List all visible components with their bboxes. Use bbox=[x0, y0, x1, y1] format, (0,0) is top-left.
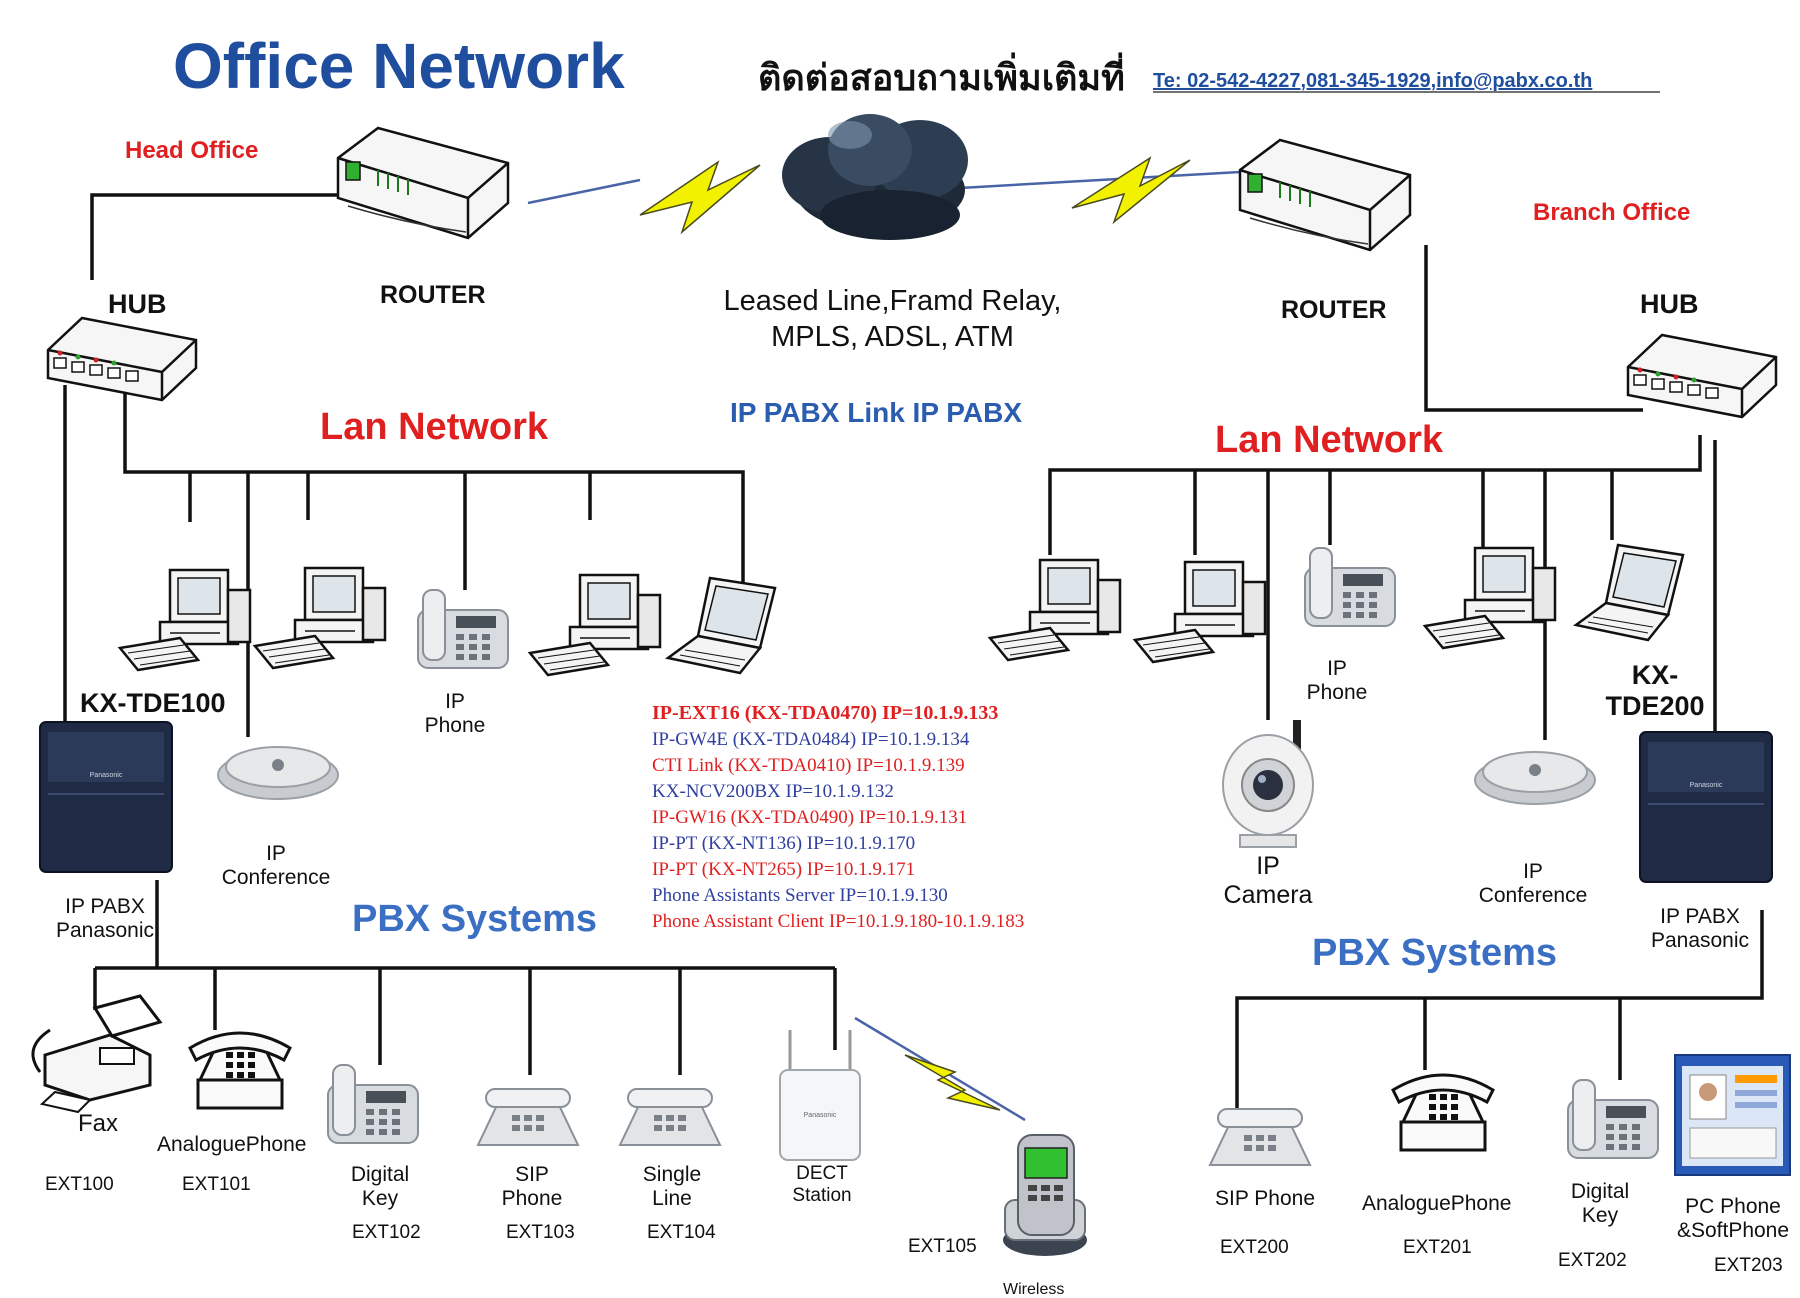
right-analogue-phone-label: AnaloguePhone bbox=[1362, 1192, 1512, 1215]
ext100-label: EXT100 bbox=[45, 1174, 114, 1195]
contact-thai-label: ติดต่อสอบถามเพิ่มเติมที่ bbox=[758, 58, 1125, 99]
wan-cloud bbox=[782, 114, 968, 240]
left-pbx-systems-label: PBX Systems bbox=[352, 898, 598, 940]
ip-list-item: Phone Assistants Server IP=10.1.9.130 bbox=[652, 885, 948, 906]
ext203-label: EXT203 bbox=[1714, 1255, 1783, 1276]
ip-list-item: CTI Link (KX-TDA0410) IP=10.1.9.139 bbox=[652, 755, 965, 776]
ip-pabx-link-label: IP PABX Link IP PABX bbox=[730, 397, 1023, 428]
branch-office-label: Branch Office bbox=[1533, 199, 1691, 226]
ip-list-item: KX-NCV200BX IP=10.1.9.132 bbox=[652, 781, 894, 802]
left-hub-label: HUB bbox=[108, 289, 167, 319]
right-pbx-model-label: KX-TDE200 bbox=[1605, 660, 1705, 721]
fax-graphic bbox=[31, 994, 163, 1114]
ip-list-item: IP-GW16 (KX-TDA0490) IP=10.1.9.131 bbox=[652, 807, 968, 828]
ext101-label: EXT101 bbox=[182, 1174, 251, 1195]
ext201-label: EXT201 bbox=[1403, 1237, 1472, 1258]
fax-label: Fax bbox=[78, 1110, 119, 1137]
left-pbx-model-label: KX-TDE100 bbox=[80, 688, 226, 718]
right-hub-label: HUB bbox=[1640, 289, 1699, 319]
pc-softphone-graphic bbox=[1674, 1054, 1791, 1176]
page-title: Office Network bbox=[173, 30, 625, 102]
ip-list-item: IP-GW4E (KX-TDA0484) IP=10.1.9.134 bbox=[652, 729, 970, 750]
ext103-label: EXT103 bbox=[506, 1222, 575, 1243]
ip-camera-graphic bbox=[1222, 720, 1314, 848]
contact-info: Te: 02-542-4227,081-345-1929,info@pabx.c… bbox=[1153, 70, 1593, 92]
pc-softphone-label: PC Phone&SoftPhone bbox=[1676, 1195, 1790, 1243]
analogue-phone-label: AnaloguePhone bbox=[157, 1133, 307, 1156]
left-router-label: ROUTER bbox=[380, 281, 486, 309]
right-sip-phone-label: SIP Phone bbox=[1215, 1187, 1316, 1210]
ext104-label: EXT104 bbox=[647, 1222, 716, 1243]
svg-text:Panasonic: Panasonic bbox=[804, 1112, 837, 1119]
ext200-label: EXT200 bbox=[1220, 1237, 1289, 1258]
left-lan-network-label: Lan Network bbox=[320, 406, 549, 448]
wan-lines-label: Leased Line,Framd Relay,MPLS, ADSL, ATM bbox=[723, 285, 1062, 353]
ext102-label: EXT102 bbox=[352, 1222, 421, 1243]
ip-list-item: IP-EXT16 (KX-TDA0470) IP=10.1.9.133 bbox=[652, 702, 999, 724]
wireless-handset-graphic bbox=[1003, 1134, 1087, 1256]
ext105-label: EXT105 bbox=[908, 1236, 977, 1257]
wireless-label: Wireless bbox=[1003, 1281, 1065, 1298]
ip-list-item: IP-PT (KX-NT136) IP=10.1.9.170 bbox=[652, 833, 916, 854]
dect-station-graphic: Panasonic bbox=[779, 1030, 861, 1161]
right-lan-network-label: Lan Network bbox=[1215, 419, 1444, 461]
ip-list-item: Phone Assistant Client IP=10.1.9.180-10.… bbox=[652, 911, 1025, 932]
head-office-label: Head Office bbox=[125, 137, 259, 164]
ip-list-item: IP-PT (KX-NT265) IP=10.1.9.171 bbox=[652, 859, 916, 880]
right-pbx-systems-label: PBX Systems bbox=[1312, 932, 1558, 974]
ext202-label: EXT202 bbox=[1558, 1250, 1627, 1271]
right-router-label: ROUTER bbox=[1281, 296, 1387, 324]
